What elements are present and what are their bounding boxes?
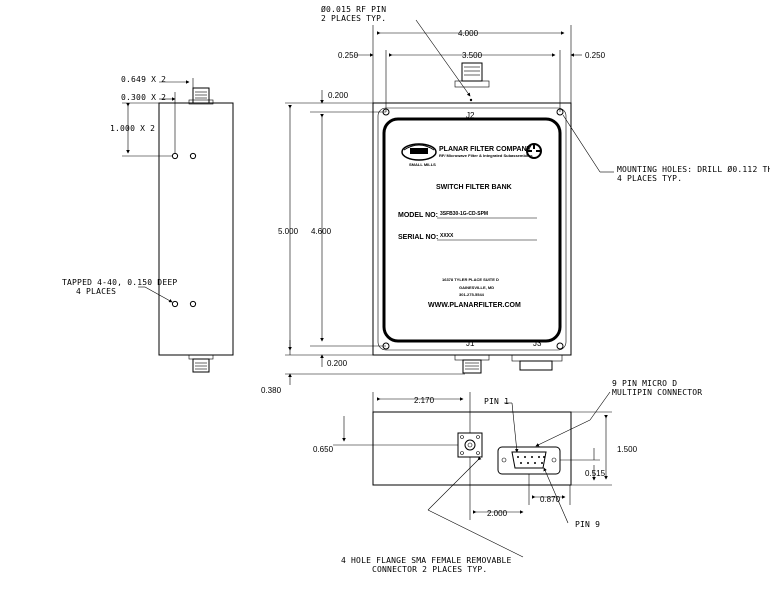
side-hole [189, 152, 197, 160]
model-label: MODEL NO: [398, 212, 438, 219]
side-bottom-connector [188, 354, 214, 373]
model-value: 3SFB30-1G-CD-SPM [440, 211, 488, 217]
company-name: PLANAR FILTER COMPANY [439, 146, 532, 153]
dim-0515: 0.515 [585, 469, 606, 478]
label-j1: J1 [466, 339, 475, 348]
sma-note-line1: 4 HOLE FLANGE SMA FEMALE REMOVABLE [341, 556, 512, 565]
nameplate: SMALL MILLS PLANAR FILTER COMPANY RF/ Mi… [398, 143, 542, 309]
rf-pin-note-line1: Ø0.015 RF PIN [321, 4, 386, 14]
dim-overall-height: 5.000 [278, 227, 299, 236]
sma-note-line2: CONNECTOR 2 PLACES TYP. [372, 565, 487, 574]
micro-d-connector [497, 446, 561, 475]
connector-j3 [511, 354, 563, 371]
mounting-hole [382, 342, 390, 350]
dim-2170: 2.170 [414, 396, 435, 405]
label-plate-frame [382, 117, 562, 343]
enclosure-lid [377, 107, 567, 351]
side-hole [189, 300, 197, 308]
side-hole [171, 152, 179, 160]
dim-1500: 1.500 [617, 445, 638, 454]
website: WWW.PLANARFILTER.COM [428, 302, 521, 309]
mounting-note-line1: MOUNTING HOLES: DRILL Ø0.112 THRU [617, 164, 770, 174]
end-view [333, 391, 612, 558]
rf-pin-note-line2: 2 PLACES TYP. [321, 14, 386, 23]
product-name: SWITCH FILTER BANK [436, 184, 512, 191]
pin1-label: PIN 1 [484, 397, 509, 406]
dim-connector-protrusion: 0.380 [261, 386, 282, 395]
dim-0300: 0.300 X 2 [121, 93, 166, 102]
connector-j1 [454, 354, 490, 374]
address-line3: 301-275-5544 [459, 292, 485, 297]
side-view-body [158, 102, 234, 356]
mounting-note-line2: 4 PLACES TYP. [617, 174, 682, 183]
label-j3: J3 [533, 339, 542, 348]
dim-0870: 0.870 [540, 495, 561, 504]
side-hole [171, 300, 179, 308]
company-emblem [526, 143, 542, 159]
company-tagline: RF/ Microwave Filter & Integrated Subass… [439, 153, 533, 158]
dim-bottom-offset: 0.200 [327, 359, 348, 368]
address-line2: GAINESVILLE, MD [459, 285, 494, 290]
dim-0650: 0.650 [313, 445, 334, 454]
micro-d-note-line1: 9 PIN MICRO D [612, 379, 677, 388]
dim-2000: 2.000 [487, 509, 508, 518]
pin9-label: PIN 9 [575, 520, 600, 529]
dim-left-offset: 0.250 [338, 51, 359, 60]
dim-hole-spacing: 3.500 [462, 51, 483, 60]
top-view [285, 19, 614, 385]
tapped-note-line1: TAPPED 4-40, 0.150 DEEP [62, 278, 177, 287]
dim-overall-width: 4.000 [458, 29, 479, 38]
side-view [122, 78, 234, 373]
micro-d-note-line2: MULTIPIN CONNECTOR [612, 388, 702, 397]
side-top-connector [188, 87, 214, 105]
mounting-hole [556, 342, 564, 350]
mounting-hole [556, 108, 564, 116]
logo-subtext: SMALL MILLS [409, 162, 436, 167]
dim-top-offset: 0.200 [328, 91, 349, 100]
connector-j2 [454, 62, 490, 102]
end-view-body [372, 411, 572, 486]
enclosure-outline [372, 102, 572, 356]
tapped-note-line2: 4 PLACES [76, 287, 116, 296]
company-logo [401, 143, 437, 161]
dim-0649: 0.649 X 2 [121, 75, 166, 84]
dim-1000: 1.000 X 2 [110, 124, 155, 133]
address-line1: 16378 TYLER PLACE SUITE D [442, 277, 499, 282]
dim-hole-vertical: 4.600 [311, 227, 332, 236]
label-j2: J2 [466, 111, 475, 120]
serial-value: XXXX [440, 233, 454, 239]
sma-flange-connector [457, 432, 483, 458]
serial-label: SERIAL NO: [398, 234, 438, 241]
mounting-hole [382, 108, 390, 116]
dim-right-offset: 0.250 [585, 51, 606, 60]
